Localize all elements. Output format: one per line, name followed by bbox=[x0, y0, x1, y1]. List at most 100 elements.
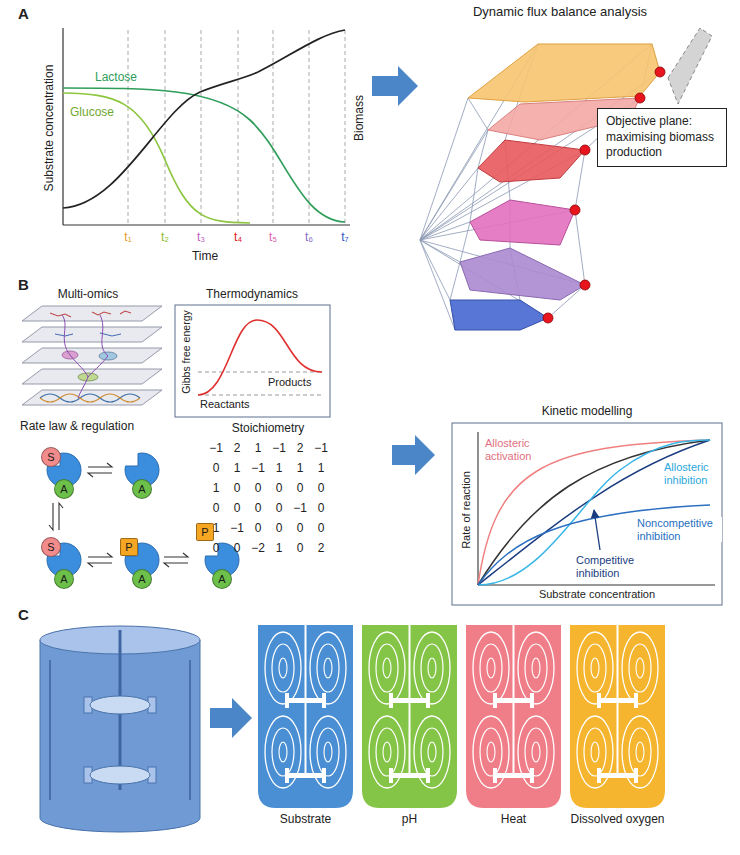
time-gridline bbox=[165, 30, 166, 225]
leader-arrow bbox=[594, 510, 600, 550]
time-point-label: t₃ bbox=[197, 231, 205, 245]
equilibrium-arrow bbox=[164, 563, 188, 567]
curve-label: Lactose bbox=[95, 71, 137, 85]
optimum-point bbox=[543, 67, 665, 323]
node-text: P bbox=[201, 527, 208, 538]
curve-label: Noncompetitive inhibition bbox=[636, 517, 722, 542]
simulation-tank bbox=[466, 625, 561, 808]
matrix-cell: 2 bbox=[297, 442, 304, 456]
optimum-point bbox=[635, 93, 645, 103]
block-arrow bbox=[210, 698, 252, 738]
projection-line bbox=[420, 240, 455, 330]
kinetics-chart bbox=[452, 423, 722, 605]
matrix-cell: 0 bbox=[234, 502, 241, 516]
product-square: P bbox=[196, 523, 214, 541]
multi-omics-layers bbox=[22, 306, 162, 321]
projection-line bbox=[420, 168, 478, 240]
flux-polytope bbox=[460, 248, 585, 300]
kinetics-chart bbox=[478, 584, 715, 585]
glucose-curve bbox=[63, 93, 250, 223]
optimum-point bbox=[580, 145, 590, 155]
time-gridline bbox=[128, 30, 129, 225]
matrix-cell: 0 bbox=[297, 542, 304, 556]
multi-omics-layers bbox=[62, 315, 108, 398]
objective-box: Objective plane: maximising biomass prod… bbox=[597, 108, 727, 167]
multi-omics-layers bbox=[22, 348, 162, 363]
matrix-cell: −2 bbox=[251, 542, 265, 556]
time-gridline bbox=[201, 30, 202, 225]
simulation-tank bbox=[466, 625, 561, 808]
tank-label: pH bbox=[402, 813, 417, 827]
panel-letter: A bbox=[18, 5, 29, 22]
equilibrium-arrow bbox=[59, 503, 63, 530]
projection-line bbox=[420, 222, 470, 240]
lactose-curve bbox=[63, 88, 345, 222]
optimum-point bbox=[580, 280, 590, 290]
multi-omics-layers bbox=[50, 311, 131, 317]
matrix-cell: 1 bbox=[213, 522, 220, 536]
substrate-circle: S bbox=[41, 537, 61, 557]
matrix-cell: 0 bbox=[255, 482, 262, 496]
node-text: A bbox=[138, 484, 145, 495]
multi-omics-layers bbox=[40, 394, 140, 402]
matrix-cell: 1 bbox=[318, 462, 325, 476]
node-text: A bbox=[138, 574, 145, 585]
matrix-cell: 0 bbox=[276, 482, 283, 496]
matrix-cell: 2 bbox=[318, 542, 325, 556]
bioreactor-vessel bbox=[40, 626, 200, 832]
simulation-tank bbox=[362, 625, 457, 808]
matrix-cell: −1 bbox=[251, 462, 265, 476]
energy-level-label: Products bbox=[268, 376, 311, 389]
curve-label: Allosteric activation bbox=[484, 437, 548, 462]
matrix-cell: 0 bbox=[276, 502, 283, 516]
energy-chart bbox=[175, 305, 330, 417]
time-gridline bbox=[238, 30, 239, 225]
multi-omics-layers bbox=[22, 306, 162, 405]
time-gridline bbox=[309, 30, 310, 225]
matrix-cell: −1 bbox=[314, 442, 328, 456]
curve-label: Allosteric inhibition bbox=[663, 461, 721, 486]
panel-letter: B bbox=[18, 276, 29, 293]
axis-label: Gibbs free energy bbox=[180, 310, 192, 393]
matrix-cell: 1 bbox=[297, 462, 304, 476]
equilibrium-arrow bbox=[88, 463, 112, 467]
matrix-cell: 0 bbox=[213, 502, 220, 516]
axis-label: Time bbox=[192, 250, 218, 264]
activator-circle: A bbox=[132, 479, 152, 499]
multi-omics-layers bbox=[40, 394, 140, 402]
panel-title: Multi-omics bbox=[58, 288, 119, 302]
simulation-tank bbox=[570, 625, 665, 808]
matrix-cell: −1 bbox=[230, 522, 244, 536]
product-square: P bbox=[120, 538, 138, 556]
simulation-tank bbox=[570, 625, 665, 808]
flux-polytope bbox=[450, 300, 548, 330]
energy-chart bbox=[198, 395, 324, 396]
simulation-tank bbox=[369, 625, 450, 788]
matrix-cell: 0 bbox=[213, 542, 220, 556]
equilibrium-arrow bbox=[88, 553, 112, 557]
substrate-chart bbox=[63, 224, 350, 225]
matrix-cell: 1 bbox=[255, 442, 262, 456]
node-text: P bbox=[125, 542, 132, 553]
equilibrium-arrow bbox=[88, 563, 112, 567]
equilibrium-arrow bbox=[88, 473, 112, 477]
multi-omics-layers bbox=[22, 369, 162, 384]
matrix-cell: −1 bbox=[272, 442, 286, 456]
energy-chart bbox=[198, 372, 324, 373]
simulation-tank bbox=[577, 625, 658, 788]
activator-circle: A bbox=[54, 479, 74, 499]
panel-title: Thermodynamics bbox=[206, 288, 298, 302]
time-point-label: t₆ bbox=[305, 231, 313, 245]
energy-level-label: Reactants bbox=[200, 398, 250, 411]
tank-label: Heat bbox=[501, 813, 526, 827]
kinetics-chart bbox=[452, 423, 722, 605]
energy-chart bbox=[198, 320, 322, 395]
matrix-cell: 0 bbox=[297, 482, 304, 496]
simulation-tank bbox=[258, 625, 353, 808]
matrix-cell: 0 bbox=[318, 522, 325, 536]
time-point-label: t₁ bbox=[124, 231, 131, 245]
multi-omics-layers bbox=[22, 327, 162, 342]
energy-chart bbox=[175, 305, 330, 417]
kinetics-chart bbox=[477, 432, 478, 585]
